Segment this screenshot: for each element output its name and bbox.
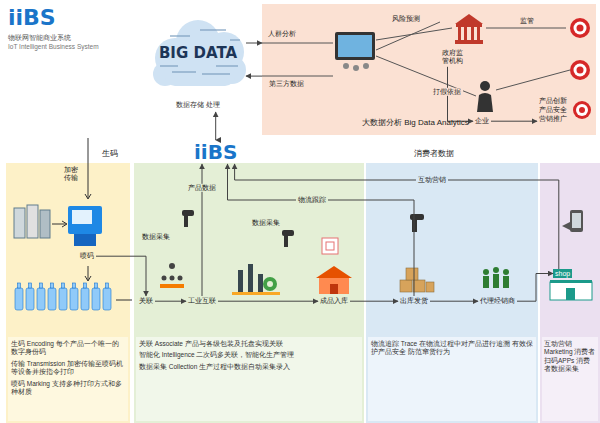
logo-text: iiBS: [8, 5, 56, 30]
node-text: 工业互联: [188, 297, 216, 305]
node-text: BIG DATA: [150, 44, 246, 62]
step-label: 成品入库: [318, 296, 350, 306]
node-text: 消费者数据: [414, 148, 454, 159]
edge-label: 互动营销: [416, 176, 448, 184]
shop-sign: shop: [553, 269, 572, 278]
node-text: 代理经销商: [480, 297, 515, 305]
edge-label: 人群分析: [266, 30, 298, 38]
node-text: 成品入库: [320, 297, 348, 305]
connector: [155, 301, 186, 302]
node-text: 智能化 Intelligence 二次码多关联，智能化生产管理: [139, 351, 359, 359]
step-label: 代理经销商: [478, 296, 517, 306]
bottles: [15, 283, 111, 310]
edge-label: 第三方数据: [267, 80, 306, 88]
connector: [215, 112, 216, 140]
connector: [430, 301, 478, 302]
rfid-tag: [322, 238, 338, 254]
node-text: 生码: [102, 148, 118, 159]
arrow-label: 监管: [520, 16, 534, 26]
node-text: 生码 Encoding 每个产品一个唯一的数字身份码: [11, 340, 125, 357]
node-text: 喷码 Marking 支持多种打印方式和多种材质: [11, 380, 125, 397]
arrow-label: 加密传输: [64, 166, 79, 183]
step-label: 工业互联: [186, 296, 218, 306]
subtitle: IoT Intelligent Business System: [8, 43, 99, 50]
edge-label: 打假依据: [431, 88, 463, 96]
node-text: iiBS: [194, 141, 237, 163]
info-panel: [542, 337, 598, 421]
edge-label: 物流跟踪: [296, 196, 328, 204]
step-label: 关联: [137, 296, 155, 306]
step-note: 数据采集: [142, 232, 170, 242]
node-text: 喷码: [80, 252, 94, 260]
info-panel: [8, 337, 128, 421]
connector: [491, 121, 537, 122]
product-packs: [14, 205, 50, 238]
connector: [246, 76, 262, 77]
node-text: shop: [555, 269, 570, 278]
step-label: 喷码: [78, 251, 96, 261]
connector: [218, 301, 318, 302]
step-label: 出库发货: [398, 296, 430, 306]
info-panel: [368, 337, 536, 421]
enterprise-label: 企业: [473, 116, 491, 126]
node-text: 政府监管机构: [442, 49, 463, 66]
arrow-label: 风险预测: [392, 14, 420, 24]
connector: [246, 43, 262, 44]
system-logo: iiBS: [192, 140, 239, 164]
node-text: 大数据分析 Big Data Analytics: [362, 117, 469, 128]
shop-icon: [550, 280, 592, 300]
stage-band: 生码生码 Encoding 每个产品一个唯一的数字身份码传输 Transmiss…: [6, 163, 130, 423]
step-note: 数据采集: [252, 218, 280, 228]
connector: [350, 301, 398, 302]
node-text: 出库发货: [400, 297, 428, 305]
node-text: 数据存储 处理: [150, 100, 246, 110]
analytics-panel: 大数据分析 Big Data Analytics 政府监管机构企业 产品创新 产品安…: [262, 4, 596, 135]
node-text: 物流追踪 Trace 在物流过程中对产品进行追溯 有效保护产品安全 防范窜货行为: [371, 340, 533, 357]
edge-label: 产品数据: [186, 184, 218, 192]
node-text: 数据采集 Collection 生产过程中数据自动采集录入: [139, 363, 359, 371]
node-text: 互动营销 Marketing 消费者扫码APPs 消费者数据采集: [544, 340, 597, 374]
subtitle: 物联网智能商业系统: [8, 33, 71, 43]
node-text: 关联: [139, 297, 153, 305]
info-panel: [136, 337, 362, 421]
authority-label: 政府监管机构: [440, 48, 465, 67]
node-text: 产品创新 产品安全 营销推广: [539, 97, 568, 123]
outcome-label: 产品创新 产品安全 营销推广: [537, 96, 570, 124]
people-icon: [483, 267, 509, 288]
node-text: 关联 Associate 产品与各级包装及托盘实现关联: [139, 340, 359, 348]
node-text: 传输 Transmission 加密传输至喷码机等设备并按指令打印: [11, 360, 125, 377]
node-text: 企业: [475, 117, 489, 125]
